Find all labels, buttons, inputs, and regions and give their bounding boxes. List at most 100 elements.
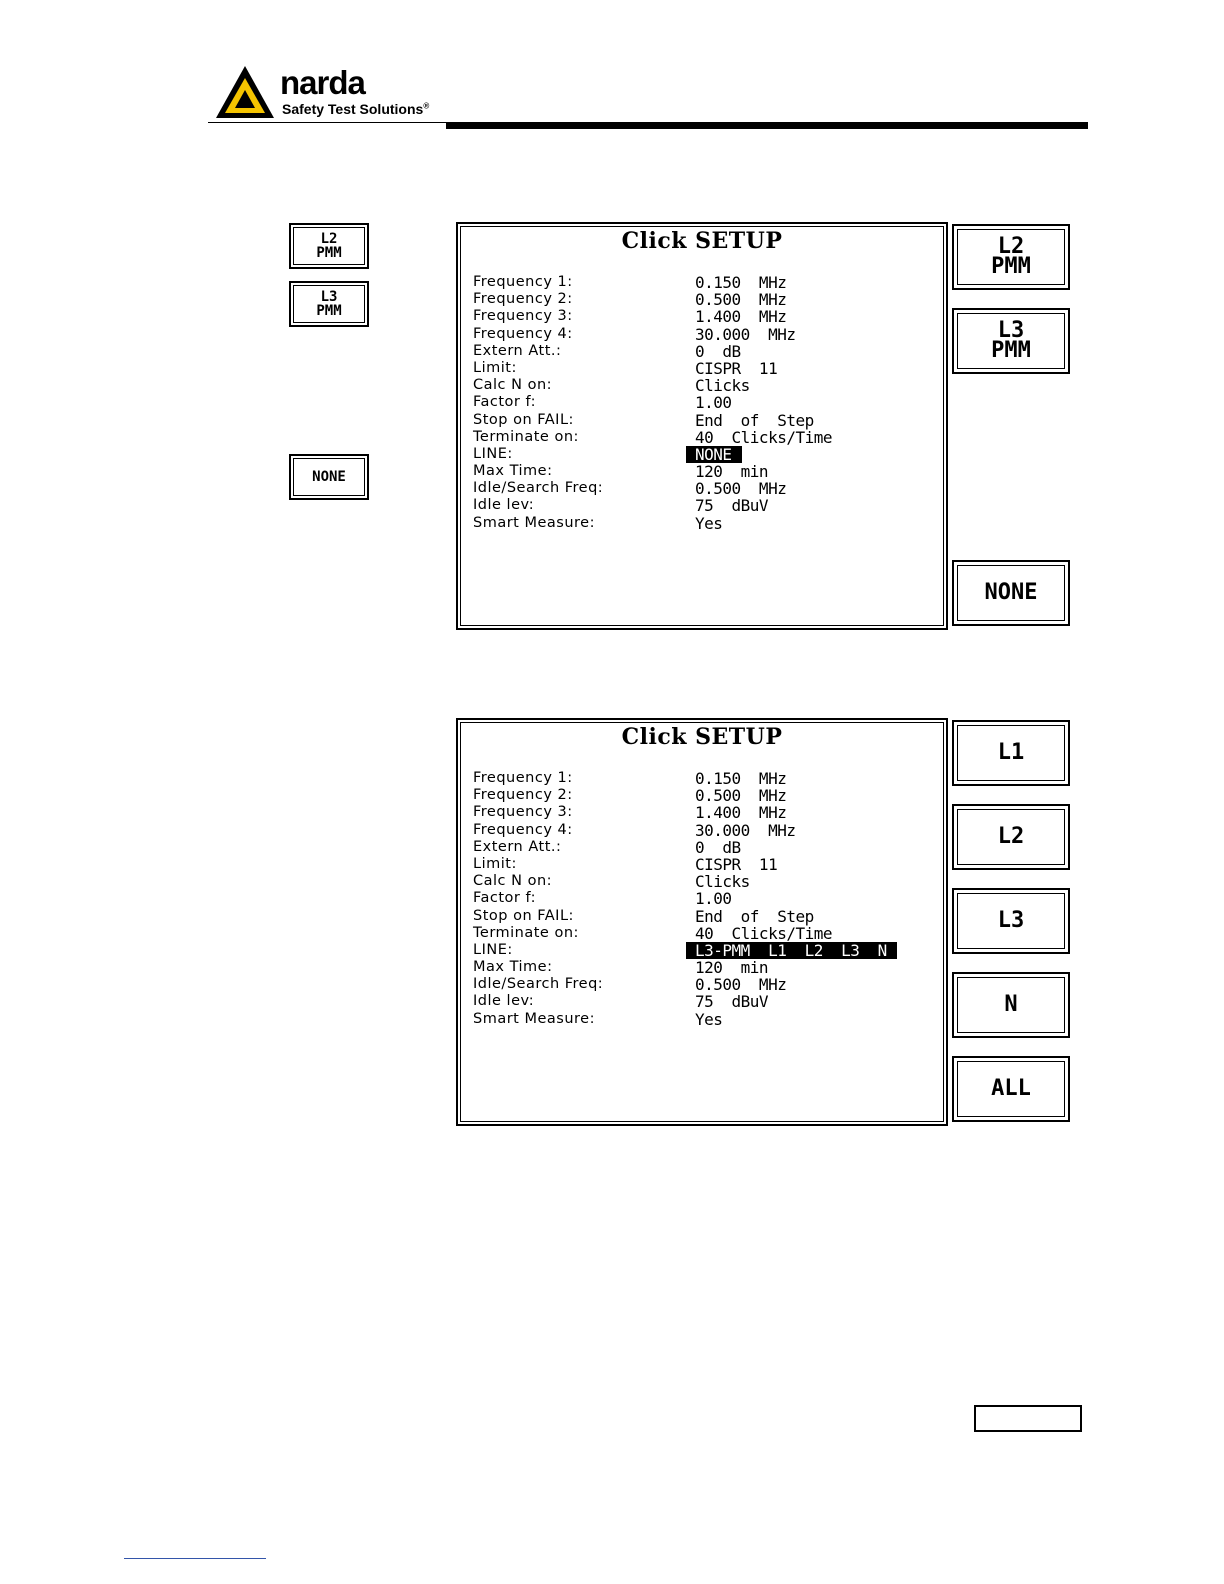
- softkey-label: L2 PMM: [991, 234, 1031, 279]
- setup-row-frequency-3[interactable]: Frequency 3:1.400 MHz: [473, 308, 933, 325]
- side-key-l3-pmm: L3 PMM: [289, 281, 369, 327]
- setup-row-idle-search-freq[interactable]: Idle/Search Freq:0.500 MHz: [473, 976, 933, 993]
- setup-row-terminate-on[interactable]: Terminate on:40 Clicks/Time: [473, 429, 933, 446]
- softkey-n[interactable]: N: [952, 972, 1070, 1038]
- softkey-all[interactable]: ALL: [952, 1056, 1070, 1122]
- row-label: Frequency 4:: [473, 821, 573, 838]
- row-value: 1.400 MHz: [695, 803, 787, 823]
- row-value: CISPR 11: [695, 358, 778, 378]
- setup-row-frequency-4[interactable]: Frequency 4: 30.000 MHz: [473, 326, 933, 343]
- softkey-l3[interactable]: L3: [952, 888, 1070, 954]
- row-label: LINE:: [473, 445, 513, 462]
- softkey-l2[interactable]: L2: [952, 804, 1070, 870]
- setup-row-frequency-2[interactable]: Frequency 2: 0.500 MHz: [473, 787, 933, 804]
- setup-row-stop-on-fail[interactable]: Stop on FAIL:End of Step: [473, 412, 933, 429]
- setup-row-frequency-1[interactable]: Frequency 1:0.150 MHz: [473, 770, 933, 787]
- row-value: 0.500 MHz: [695, 479, 787, 499]
- setup-row-frequency-1[interactable]: Frequency 1: 0.150 MHz: [473, 274, 933, 291]
- row-value: 30.000 MHz: [695, 324, 796, 344]
- setup-row-limit[interactable]: Limit: CISPR 11: [473, 856, 933, 873]
- header-rule-thick: [446, 122, 1088, 129]
- row-label: Stop on FAIL:: [473, 411, 574, 428]
- row-value: 0.500 MHz: [695, 290, 787, 310]
- row-value: 0.150 MHz: [695, 769, 787, 788]
- setup-row-frequency-4[interactable]: Frequency 4: 30.000 MHz: [473, 822, 933, 839]
- row-label: Max Time:: [473, 959, 553, 976]
- side-key-label: NONE: [312, 469, 346, 485]
- softkey-label: L3 PMM: [991, 318, 1031, 363]
- setup-row-limit[interactable]: Limit: CISPR 11: [473, 360, 933, 377]
- setup-row-line[interactable]: LINE:L3-PMM L1 L2 L3 N: [473, 941, 933, 959]
- side-key-label: L3 PMM: [316, 289, 342, 319]
- trademark-symbol: ®: [423, 101, 430, 111]
- row-label: Frequency 1:: [473, 274, 573, 290]
- setup-row-extern-att[interactable]: Extern Att.: 0 dB: [473, 839, 933, 856]
- row-label: Extern Att.:: [473, 838, 562, 855]
- row-value: End of Step: [695, 906, 814, 926]
- row-value: 120 min: [695, 958, 769, 978]
- setup-row-idle-lev[interactable]: Idle lev: 75 dBuV: [473, 993, 933, 1010]
- setup-row-stop-on-fail[interactable]: Stop on FAIL:End of Step: [473, 908, 933, 925]
- row-value: 75 dBuV: [695, 496, 769, 516]
- setup-row-idle-search-freq[interactable]: Idle/Search Freq:0.500 MHz: [473, 480, 933, 497]
- row-value: 0 dB: [695, 837, 741, 857]
- setup-row-factor-f[interactable]: Factor f:1.00: [473, 890, 933, 907]
- row-label: Smart Measure:: [473, 514, 595, 531]
- setup-row-calc-n-on[interactable]: Calc N on: Clicks: [473, 377, 933, 394]
- row-value: Yes: [695, 1009, 723, 1029]
- setup-list: Frequency 1: 0.150 MHz Frequency 2: 0.500 …: [473, 274, 933, 532]
- side-key-label: L2 PMM: [316, 231, 342, 261]
- softkey-l2-pmm[interactable]: L2 PMM: [952, 224, 1070, 290]
- row-label: Terminate on:: [473, 428, 579, 445]
- softkey-label: L1: [997, 740, 1025, 765]
- row-value: 0.150 MHz: [695, 273, 787, 292]
- row-value: 1.00: [695, 393, 732, 413]
- row-value: Clicks: [695, 376, 750, 396]
- setup-row-idle-lev[interactable]: Idle lev: 75 dBuV: [473, 497, 933, 514]
- softkey-l1[interactable]: L1: [952, 720, 1070, 786]
- setup-row-terminate-on[interactable]: Terminate on: 40 Clicks/Time: [473, 925, 933, 942]
- row-label: Limit:: [473, 855, 517, 872]
- row-label: Frequency 2:: [473, 291, 573, 308]
- row-label: Idle lev:: [473, 993, 535, 1010]
- setup-row-factor-f[interactable]: Factor f:1.00: [473, 394, 933, 411]
- warning-triangle-icon: [216, 66, 274, 118]
- softkey-label: ALL: [991, 1076, 1031, 1101]
- row-value: CISPR 11: [695, 854, 778, 874]
- footer-rule: [124, 1558, 266, 1559]
- row-value: Yes: [695, 513, 723, 533]
- narda-logo: narda Safety Test Solutions®: [214, 64, 454, 124]
- page-number-box: [974, 1405, 1082, 1432]
- row-label: Frequency 3:: [473, 804, 573, 821]
- brand-tagline: Safety Test Solutions®: [282, 101, 430, 117]
- row-label: Frequency 4:: [473, 325, 573, 342]
- row-label: Frequency 2:: [473, 787, 573, 804]
- row-value: 1.00: [695, 889, 732, 909]
- setup-row-line[interactable]: LINE:NONE: [473, 445, 933, 463]
- row-label: Idle/Search Freq:: [473, 976, 604, 993]
- setup-row-extern-att[interactable]: Extern Att.:0 dB: [473, 343, 933, 360]
- row-value: 40 Clicks/Time: [695, 923, 833, 943]
- setup-row-calc-n-on[interactable]: Calc N on: Clicks: [473, 873, 933, 890]
- setup-row-frequency-2[interactable]: Frequency 2: 0.500 MHz: [473, 291, 933, 308]
- row-value: 0.500 MHz: [695, 786, 787, 806]
- row-value: 0 dB: [695, 341, 741, 361]
- row-value: 120 min: [695, 462, 769, 482]
- row-value: 75 dBuV: [695, 992, 769, 1012]
- setup-row-smart-measure[interactable]: Smart Measure: Yes: [473, 515, 933, 532]
- row-label: Idle lev:: [473, 497, 535, 514]
- screen-title: Click SETUP: [621, 724, 783, 750]
- setup-row-smart-measure[interactable]: Smart Measure:Yes: [473, 1011, 933, 1028]
- click-setup-screen-2: Click SETUP Frequency 1:0.150 MHz Freque…: [456, 718, 948, 1126]
- row-label: Terminate on:: [473, 924, 579, 941]
- softkey-none[interactable]: NONE: [952, 560, 1070, 626]
- row-label: Calc N on:: [473, 377, 553, 394]
- row-label: Calc N on:: [473, 873, 553, 890]
- setup-row-frequency-3[interactable]: Frequency 3: 1.400 MHz: [473, 804, 933, 821]
- row-label: Limit:: [473, 359, 517, 376]
- setup-row-max-time[interactable]: Max Time:120 min: [473, 463, 933, 480]
- softkey-l3-pmm[interactable]: L3 PMM: [952, 308, 1070, 374]
- setup-row-max-time[interactable]: Max Time: 120 min: [473, 959, 933, 976]
- row-value: Clicks: [695, 872, 750, 892]
- row-value: 30.000 MHz: [695, 820, 796, 840]
